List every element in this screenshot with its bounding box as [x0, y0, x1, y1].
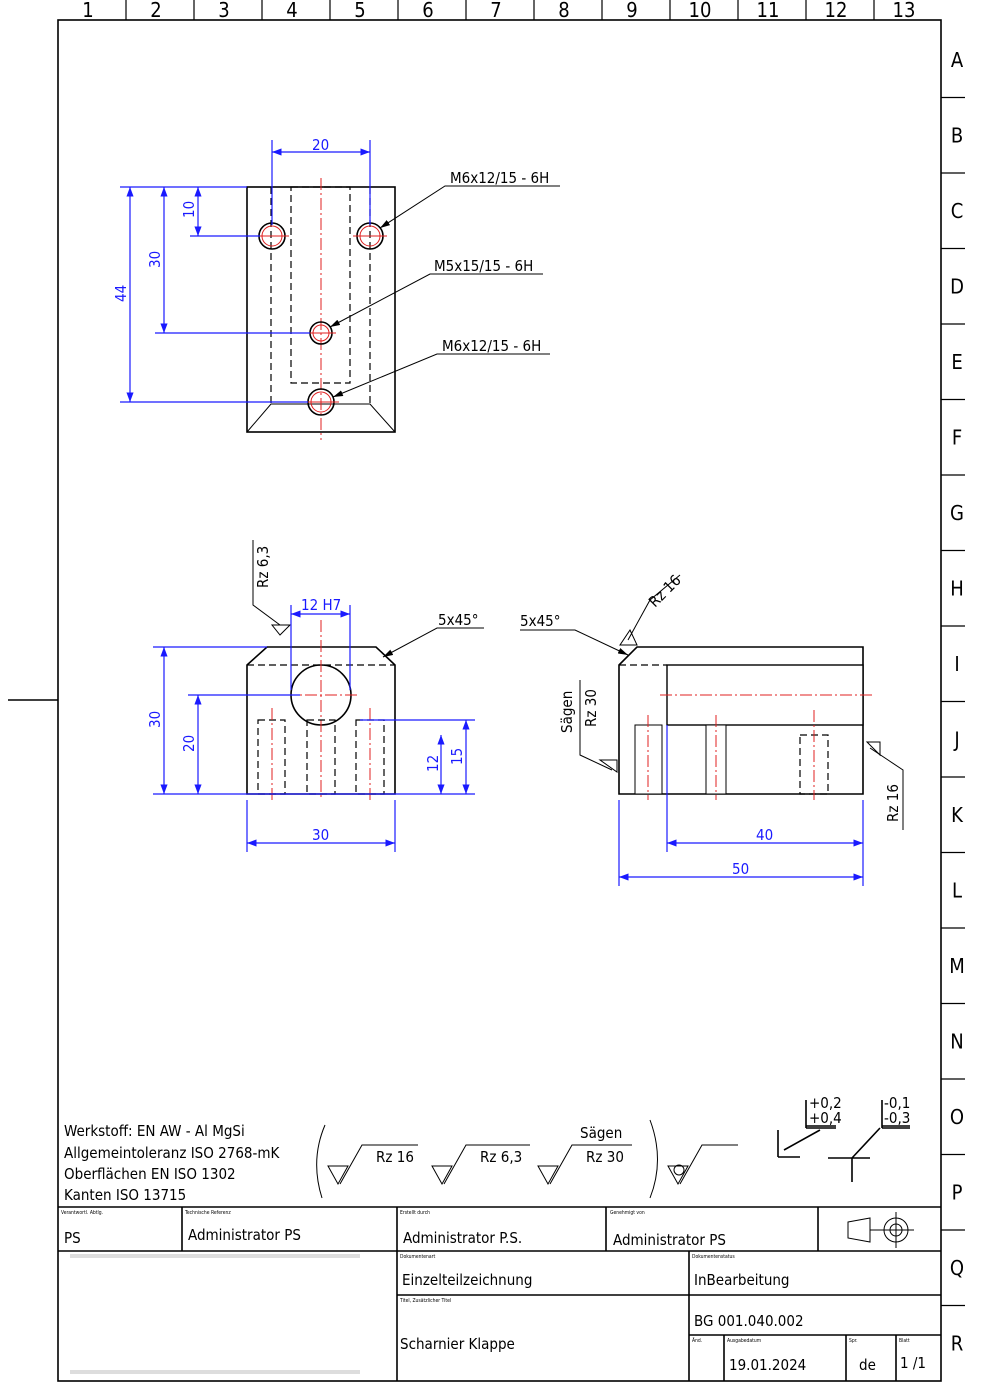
edge-symbols: +0,2 +0,4 -0,1 -0,3: [777, 1094, 910, 1182]
symbol-rz63: Rz 6,3: [480, 1148, 522, 1166]
grid-row-label: E: [951, 350, 962, 374]
grid-column-label: 4: [286, 0, 297, 22]
grid-row-label: J: [953, 728, 959, 752]
dim-30-width: 30: [312, 826, 329, 844]
dim-50: 50: [732, 860, 749, 878]
svg-text:Erstellt durch: Erstellt durch: [400, 1210, 430, 1216]
grid-row-label: P: [952, 1181, 963, 1205]
svg-text:Spr.: Spr.: [849, 1338, 858, 1344]
issue-date: 19.01.2024: [729, 1356, 806, 1374]
chamfer-callout: 5x45°: [520, 612, 560, 630]
saw-label: Sägen: [558, 691, 576, 733]
grid-row-label: O: [950, 1105, 964, 1129]
grid-row-label: I: [954, 652, 959, 676]
grid-row-label: F: [952, 426, 962, 450]
dim-10: 10: [180, 201, 198, 218]
svg-text:Verantwortl. Abtlg.: Verantwortl. Abtlg.: [61, 1210, 103, 1216]
surface-symbols: Rz 16 Rz 6,3 Sägen Rz 30: [316, 1119, 738, 1199]
dim-12: 12: [424, 755, 442, 772]
svg-text:Oberflächen EN ISO 1302: Oberflächen EN ISO 1302: [64, 1165, 236, 1183]
grid-column-label: 7: [490, 0, 501, 22]
dim-20: 20: [180, 735, 198, 752]
drawing-number: BG 001.040.002: [694, 1312, 804, 1330]
grid-row-label: Q: [950, 1256, 964, 1280]
grid-row-label: A: [951, 48, 964, 72]
dept-value: PS: [64, 1229, 81, 1247]
svg-text:+0,4: +0,4: [809, 1109, 842, 1127]
dim-width: 20: [312, 136, 329, 154]
svg-text:-0,3: -0,3: [884, 1109, 910, 1127]
grid-column-label: 3: [218, 0, 229, 22]
symbol-rz30: Rz 30: [586, 1148, 624, 1166]
dim-30: 30: [146, 711, 164, 728]
dim-30: 30: [146, 251, 164, 268]
svg-text:Ausgabedatum: Ausgabedatum: [727, 1338, 761, 1344]
svg-text:Titel, Zusätzlicher Titel: Titel, Zusätzlicher Titel: [399, 1298, 451, 1304]
symbol-saw: Sägen: [580, 1124, 622, 1142]
document-status: InBearbeitung: [694, 1271, 790, 1289]
front-view: Rz 6,3 12 H7 5x45° 30 20 12 15 30: [146, 540, 484, 852]
grid-row-label: B: [951, 124, 963, 148]
drawing-title: Scharnier Klappe: [400, 1335, 515, 1353]
grid-row-label: C: [951, 199, 964, 223]
svg-text:+0,2: +0,2: [809, 1094, 842, 1112]
thread-callout: M5x15/15 - 6H: [434, 257, 533, 275]
created-by: Administrator P.S.: [403, 1229, 522, 1247]
svg-text:Genehmigt von: Genehmigt von: [610, 1210, 645, 1216]
dim-40: 40: [756, 826, 773, 844]
document-type: Einzelteilzeichnung: [402, 1271, 532, 1289]
svg-text:Werkstoff: EN AW - Al MgSi: Werkstoff: EN AW - Al MgSi: [64, 1122, 245, 1140]
approved-by: Administrator PS: [613, 1231, 726, 1249]
svg-text:Kanten ISO 13715: Kanten ISO 13715: [64, 1186, 186, 1204]
grid-column-label: 9: [626, 0, 637, 22]
svg-text:Dokumentenart: Dokumentenart: [400, 1254, 436, 1260]
svg-text:Blatt: Blatt: [899, 1338, 910, 1344]
svg-text:Änd.: Änd.: [692, 1337, 702, 1344]
grid-column-label: 6: [422, 0, 433, 22]
surface-finish: Rz 6,3: [254, 546, 272, 588]
grid-column-label: 8: [558, 0, 569, 22]
grid-row-label: M: [949, 954, 965, 978]
grid-row-label: R: [951, 1332, 964, 1356]
grid-column-label: 5: [354, 0, 365, 22]
grid-column-label: 11: [757, 0, 780, 22]
grid-row-label: D: [950, 275, 964, 299]
grid-row-label: G: [950, 501, 964, 525]
svg-text:Allgemeintoleranz ISO 2768-mK: Allgemeintoleranz ISO 2768-mK: [64, 1144, 280, 1162]
grid-column-label: 13: [893, 0, 916, 22]
thread-callout: M6x12/15 - 6H: [442, 337, 541, 355]
grid-column-label: 12: [825, 0, 848, 22]
grid-column-label: 2: [150, 0, 161, 22]
dim-15: 15: [448, 748, 466, 765]
thread-callout: M6x12/15 - 6H: [450, 169, 549, 187]
bore-fit: 12 H7: [301, 596, 341, 614]
dim-44: 44: [112, 285, 130, 302]
ref-value: Administrator PS: [188, 1226, 301, 1244]
title-block: Verantwortl. Abtlg. PS Technische Refere…: [58, 1206, 941, 1381]
language: de: [859, 1356, 876, 1374]
grid-column-label: 10: [689, 0, 712, 22]
svg-text:-0,1: -0,1: [884, 1094, 910, 1112]
surface-finish: Rz 16: [645, 571, 685, 611]
grid-column-label: 1: [82, 0, 93, 22]
svg-text:Technische Referenz: Technische Referenz: [184, 1210, 231, 1216]
surface-finish: Rz 16: [884, 784, 902, 822]
surface-finish: Rz 30: [582, 689, 600, 727]
grid-row-label: K: [951, 803, 964, 827]
grid-row-label: N: [950, 1030, 963, 1054]
chamfer-callout: 5x45°: [438, 611, 478, 629]
general-notes: Werkstoff: EN AW - Al MgSi Allgemeintole…: [64, 1122, 280, 1204]
side-view: 5x45° Rz 16 Sägen Rz 30 Rz 16 40 50: [520, 571, 904, 886]
svg-text:Dokumentenstatus: Dokumentenstatus: [692, 1254, 735, 1260]
symbol-rz16: Rz 16: [376, 1148, 414, 1166]
grid-row-label: L: [952, 879, 962, 903]
top-view: 20 10 30 44 M6x12/15 - 6H M5x15/15 - 6H …: [112, 136, 560, 440]
grid-row-label: H: [950, 577, 964, 601]
sheet-number: 1 /1: [900, 1354, 926, 1372]
